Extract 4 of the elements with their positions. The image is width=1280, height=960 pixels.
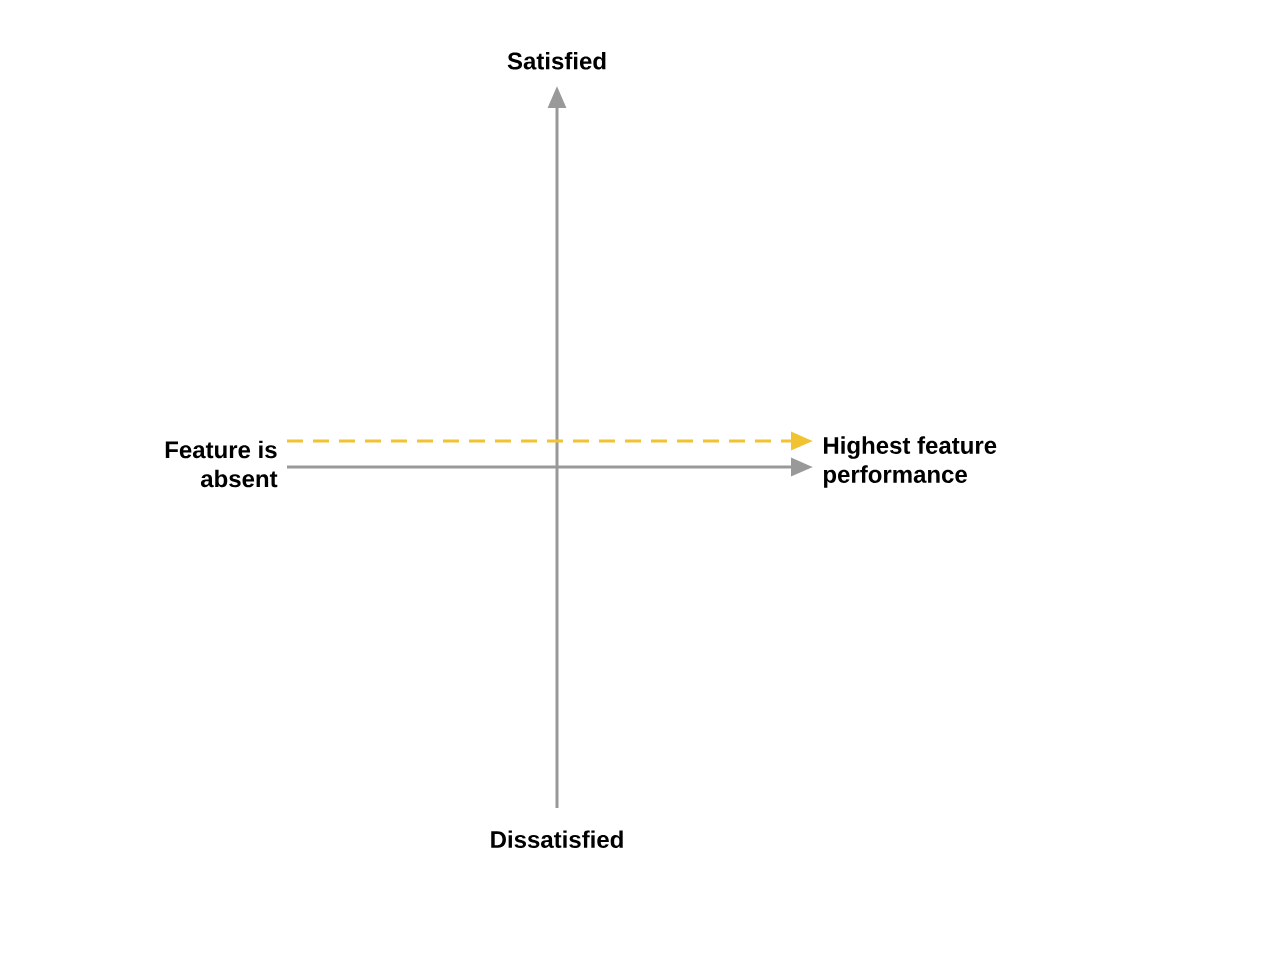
axis-label: Highest feature performance <box>824 436 997 488</box>
axis-label: Dissatisfied <box>491 830 623 848</box>
axis-label: Feature is absent <box>165 440 278 488</box>
axis-label: Satisfied <box>507 52 606 70</box>
